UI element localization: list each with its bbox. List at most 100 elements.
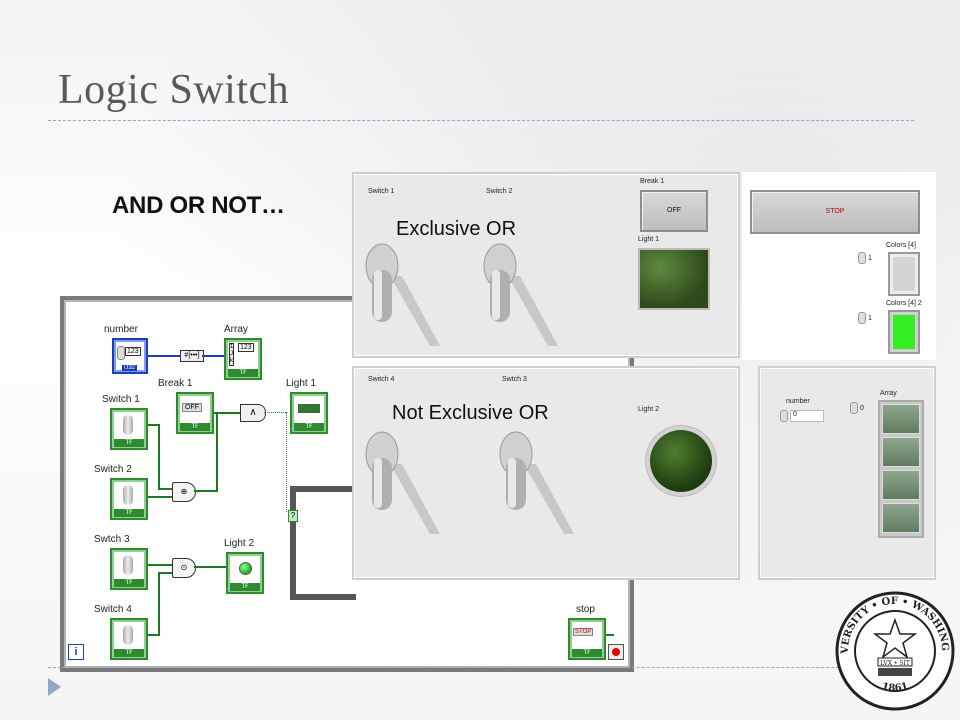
spinner-icon[interactable] xyxy=(850,402,858,414)
switch1-toggle[interactable] xyxy=(360,236,440,346)
toggle-icon xyxy=(123,485,133,505)
array-element xyxy=(882,470,920,500)
number-terminal[interactable]: 123 U32 xyxy=(112,338,148,374)
switch4-terminal[interactable]: TF xyxy=(110,618,148,660)
break1-terminal-value: OFF xyxy=(182,403,202,412)
case-selector[interactable]: ? xyxy=(288,510,298,522)
stop-button[interactable]: STOP xyxy=(750,190,920,234)
light1-terminal[interactable]: TF xyxy=(290,392,328,434)
stop-terminal-value: STOP xyxy=(573,628,594,636)
switch3-label: Swtch 3 xyxy=(94,534,130,545)
title-divider xyxy=(48,120,914,121)
array-label: Array xyxy=(224,324,248,335)
light2-terminal[interactable]: TF xyxy=(226,552,264,594)
wire-xor-out xyxy=(194,490,216,492)
loop-iteration-terminal[interactable]: i xyxy=(68,644,84,660)
array-index-value: 0 xyxy=(859,404,864,412)
array-element xyxy=(882,437,920,467)
colors4-element xyxy=(888,252,920,296)
switch2-panel-label: Switch 2 xyxy=(486,188,513,195)
wire-xnor-out xyxy=(194,566,226,568)
colors42-index-value: 1 xyxy=(867,314,872,322)
wire-xor-and xyxy=(216,412,240,414)
light2-panel-label: Light 2 xyxy=(638,406,660,413)
array-indicator xyxy=(878,400,924,538)
switch1-panel-label: Switch 1 xyxy=(368,188,395,195)
front-panel-array: number 0 Array 0 xyxy=(758,366,936,580)
light1-panel-label: Light 1 xyxy=(638,236,660,243)
seal-motto: LVX • SIT xyxy=(880,660,910,667)
array-panel-label: Array xyxy=(880,390,897,397)
stop-label: stop xyxy=(576,604,595,615)
wire-switch3 xyxy=(148,564,172,566)
toggle-icon xyxy=(123,555,133,575)
front-panel-xor: Switch 1 Switch 2 Exclusive OR Break 1 O… xyxy=(352,172,740,358)
switch2-toggle[interactable] xyxy=(478,236,558,346)
spinner-icon[interactable] xyxy=(780,410,788,422)
led-round-icon xyxy=(239,562,252,575)
wire-xor-up xyxy=(216,412,218,492)
tf-badge: TF xyxy=(572,649,602,657)
number-label: number xyxy=(104,324,138,335)
tf-badge: TF xyxy=(114,649,144,657)
switch3-terminal[interactable]: TF xyxy=(110,548,148,590)
wire-switch4 xyxy=(148,634,158,636)
wire-switch1 xyxy=(148,424,158,426)
number-control[interactable]: 0 xyxy=(780,410,824,422)
switch4-toggle[interactable] xyxy=(360,424,440,534)
spinner-icon[interactable] xyxy=(858,252,866,264)
switch1-terminal[interactable]: TF xyxy=(110,408,148,450)
wire-switch4-xnor xyxy=(158,572,172,574)
wire-number xyxy=(148,355,180,357)
slide-subtitle: AND OR NOT… xyxy=(112,192,285,219)
spinner-icon[interactable] xyxy=(858,312,866,324)
tf-badge: TF xyxy=(114,439,144,447)
wire-switch1-xor xyxy=(158,488,172,490)
switch1-label: Switch 1 xyxy=(102,394,140,405)
wire-array xyxy=(202,355,224,357)
break1-terminal[interactable]: OFF TF xyxy=(176,392,214,434)
and-gate-node[interactable]: ∧ xyxy=(240,404,266,422)
switch4-label: Switch 4 xyxy=(94,604,132,615)
colors42-label: Colors [4] 2 xyxy=(886,300,922,307)
led-bar-icon xyxy=(298,404,320,413)
slide-title: Logic Switch xyxy=(58,67,290,113)
front-panel-stop: STOP Colors [4] 1 Colors [4] 2 1 xyxy=(742,172,936,360)
colors4-index-value: 1 xyxy=(867,254,872,262)
array-terminal-value: 123 xyxy=(238,343,254,352)
stop-terminal[interactable]: STOP TF xyxy=(568,618,606,660)
wire-and-out xyxy=(264,412,286,413)
break1-label: Break 1 xyxy=(158,378,193,389)
array-element xyxy=(882,503,920,533)
array-element xyxy=(882,404,920,434)
xor-caption: Exclusive OR xyxy=(396,218,517,240)
xor-gate-node[interactable]: ⊕ xyxy=(172,482,196,502)
switch3-panel-label: Swtch 3 xyxy=(502,376,527,383)
case-structure[interactable] xyxy=(290,486,356,600)
switch2-label: Switch 2 xyxy=(94,464,132,475)
tf-badge: TF xyxy=(228,369,258,377)
break1-button[interactable]: OFF xyxy=(640,190,708,232)
colors4-index[interactable]: 1 xyxy=(858,252,872,264)
build-array-node[interactable]: #[•••] xyxy=(180,350,204,362)
university-seal-icon: UNIVERSITY • OF • WASHINGTON 1861 LVX • … xyxy=(834,590,955,711)
colors4-label: Colors [4] xyxy=(886,242,916,249)
spinner-icon xyxy=(117,346,125,360)
number-type-badge: U32 xyxy=(122,365,138,371)
light1-label: Light 1 xyxy=(286,378,317,389)
seal-year: 1861 xyxy=(881,681,910,694)
array-index[interactable]: 0 xyxy=(850,402,864,414)
xnor-caption: Not Exclusive OR xyxy=(392,402,549,424)
toggle-icon xyxy=(123,415,133,435)
xnor-gate-node[interactable]: ⊙ xyxy=(172,558,196,578)
tf-badge: TF xyxy=(230,583,260,591)
loop-condition-icon[interactable] xyxy=(608,644,624,660)
switch3-toggle[interactable] xyxy=(494,424,574,534)
number-panel-label: number xyxy=(786,398,810,405)
light2-label: Light 2 xyxy=(224,538,255,549)
switch2-terminal[interactable]: TF xyxy=(110,478,148,520)
colors42-index[interactable]: 1 xyxy=(858,312,872,324)
tf-badge: TF xyxy=(180,423,210,431)
number-control-value[interactable]: 0 xyxy=(789,410,824,422)
